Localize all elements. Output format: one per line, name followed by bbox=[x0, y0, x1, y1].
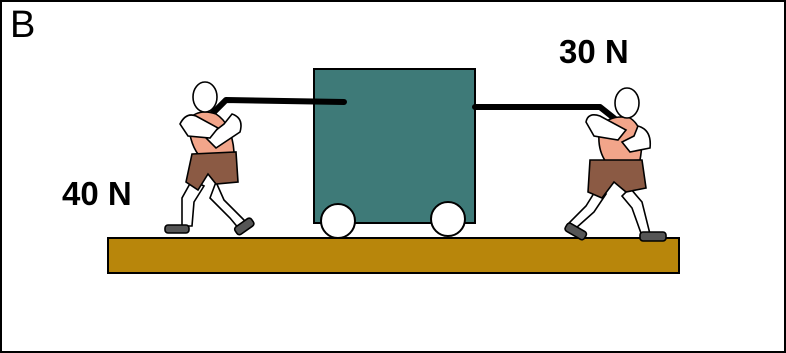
person-right-arm-back bbox=[585, 114, 628, 141]
person-left-back-shoe bbox=[164, 224, 190, 234]
person-right bbox=[564, 87, 667, 242]
person-left-arm-back bbox=[204, 113, 242, 150]
person-right-arm-front bbox=[620, 125, 652, 153]
person-left-back-leg bbox=[181, 178, 206, 227]
person-left-arm-front bbox=[179, 114, 220, 139]
person-right-back-leg bbox=[620, 186, 651, 237]
person-left-shorts bbox=[185, 151, 239, 192]
person-left bbox=[164, 81, 255, 236]
person-right-shorts bbox=[587, 159, 647, 199]
cart-body bbox=[313, 68, 476, 224]
cart-wheel-left bbox=[320, 203, 356, 239]
force-label-right: 30 N bbox=[559, 33, 629, 70]
person-right-head bbox=[614, 87, 640, 119]
person-left-head bbox=[192, 81, 218, 113]
cart-wheel-right bbox=[430, 201, 466, 237]
force-label-left: 40 N bbox=[62, 175, 132, 212]
person-right-front-shoe bbox=[564, 222, 588, 241]
panel-label: B bbox=[10, 4, 36, 46]
person-right-back-shoe bbox=[639, 231, 667, 242]
person-left-front-shoe bbox=[233, 217, 255, 236]
ground-platform bbox=[107, 237, 680, 274]
